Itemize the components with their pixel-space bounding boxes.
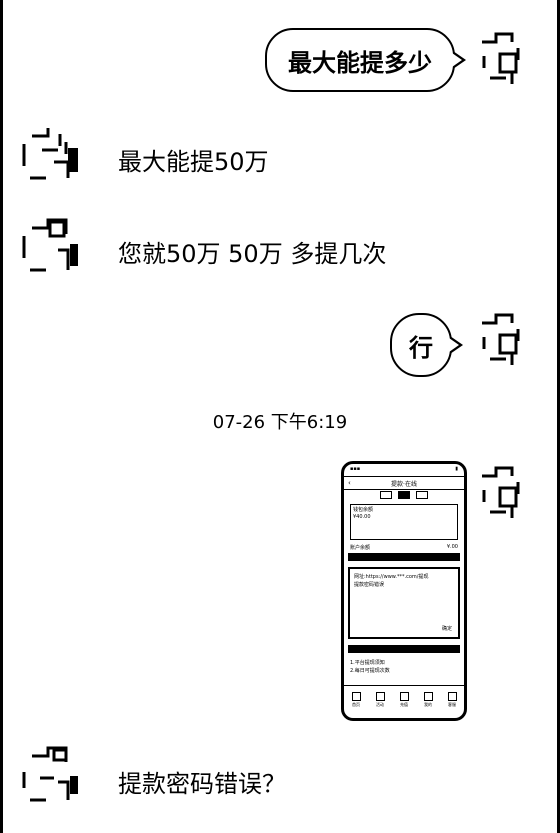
- avatar-icon: [22, 218, 78, 272]
- outgoing-bubble-1[interactable]: 最大能提多少: [265, 28, 466, 92]
- screen-right-edge: [557, 0, 560, 833]
- phone-bottom-nav: 首页 活动 充值 我的 客服: [344, 685, 464, 708]
- phone-notes: 1.平台提现须知 2.每日可提现次数: [350, 660, 390, 674]
- phone-balance-card: 钱包余额 ¥40.00: [350, 504, 458, 540]
- message-text: 行: [409, 333, 433, 362]
- contact-avatar[interactable]: [18, 122, 84, 188]
- user-avatar[interactable]: [472, 26, 538, 92]
- incoming-message-2[interactable]: 最大能提50万: [118, 148, 269, 176]
- outgoing-bubble-4[interactable]: 行: [390, 313, 463, 377]
- dialog-line: 网址:https://www.***.com/提现: [354, 574, 429, 580]
- phone-balance-row: 账户余额¥.00: [350, 544, 458, 551]
- avatar-icon: [482, 32, 520, 84]
- screen-left-edge: [0, 0, 3, 833]
- phone-status-bar: ▪▪▪▮: [350, 466, 458, 472]
- card-line: 钱包余额: [353, 507, 374, 513]
- message-timestamp: 07-26 下午6:19: [212, 412, 348, 433]
- contact-avatar[interactable]: [18, 214, 84, 280]
- phone-overlay-strip: [348, 553, 460, 561]
- card-line: ¥40.00: [353, 514, 371, 520]
- phone-overlay-strip: [348, 645, 460, 653]
- user-avatar[interactable]: [472, 460, 538, 526]
- avatar-icon: [22, 128, 78, 180]
- phone-tabs: [344, 490, 464, 500]
- dialog-ok: 确定: [441, 626, 452, 632]
- phone-error-dialog: 网址:https://www.***.com/提现 提款密码错误 确定: [348, 567, 460, 639]
- contact-avatar[interactable]: [18, 742, 84, 808]
- user-avatar[interactable]: [472, 307, 538, 373]
- incoming-message-6[interactable]: 提款密码错误？: [118, 770, 286, 798]
- back-icon: ‹: [348, 479, 351, 487]
- avatar-icon: [482, 313, 520, 365]
- phone-title-bar: ‹ 提款·在线: [344, 476, 464, 490]
- sent-image-screenshot[interactable]: ▪▪▪▮ ‹ 提款·在线 钱包余额 ¥40.00 账户余额¥.00 网址:htt…: [341, 461, 467, 721]
- incoming-message-3[interactable]: 您就50万 50万 多提几次: [118, 240, 387, 268]
- phone-title: 提款·在线: [391, 480, 417, 488]
- avatar-icon: [482, 466, 520, 518]
- message-text: 最大能提多少: [288, 48, 432, 77]
- avatar-icon: [22, 746, 78, 802]
- dialog-line: 提款密码错误: [354, 582, 385, 588]
